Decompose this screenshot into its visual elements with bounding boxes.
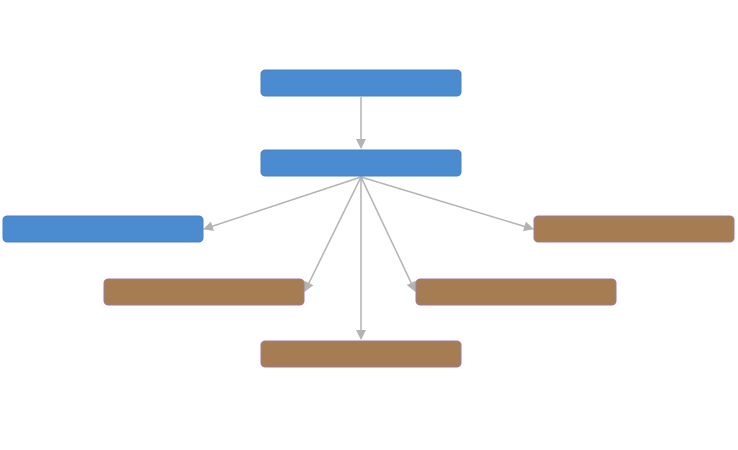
node-n2 (260, 149, 462, 177)
edge-n2-to-n4 (360, 176, 534, 232)
node-box-n5 (103, 278, 305, 306)
edge-n2-to-n3 (203, 176, 362, 231)
node-n6 (415, 278, 617, 306)
node-box-n6 (415, 278, 617, 306)
edges-layer (203, 97, 534, 340)
edge-n2-to-n5 (304, 176, 362, 292)
node-box-n1 (260, 69, 462, 97)
node-n7 (260, 340, 462, 368)
node-box-n4 (533, 215, 735, 243)
nodes-layer (2, 69, 735, 368)
node-n1 (260, 69, 462, 97)
node-box-n2 (260, 149, 462, 177)
node-n5 (103, 278, 305, 306)
node-n4 (533, 215, 735, 243)
edge-n2-to-n6 (360, 176, 416, 292)
node-box-n7 (260, 340, 462, 368)
node-n3 (2, 215, 204, 243)
node-box-n3 (2, 215, 204, 243)
